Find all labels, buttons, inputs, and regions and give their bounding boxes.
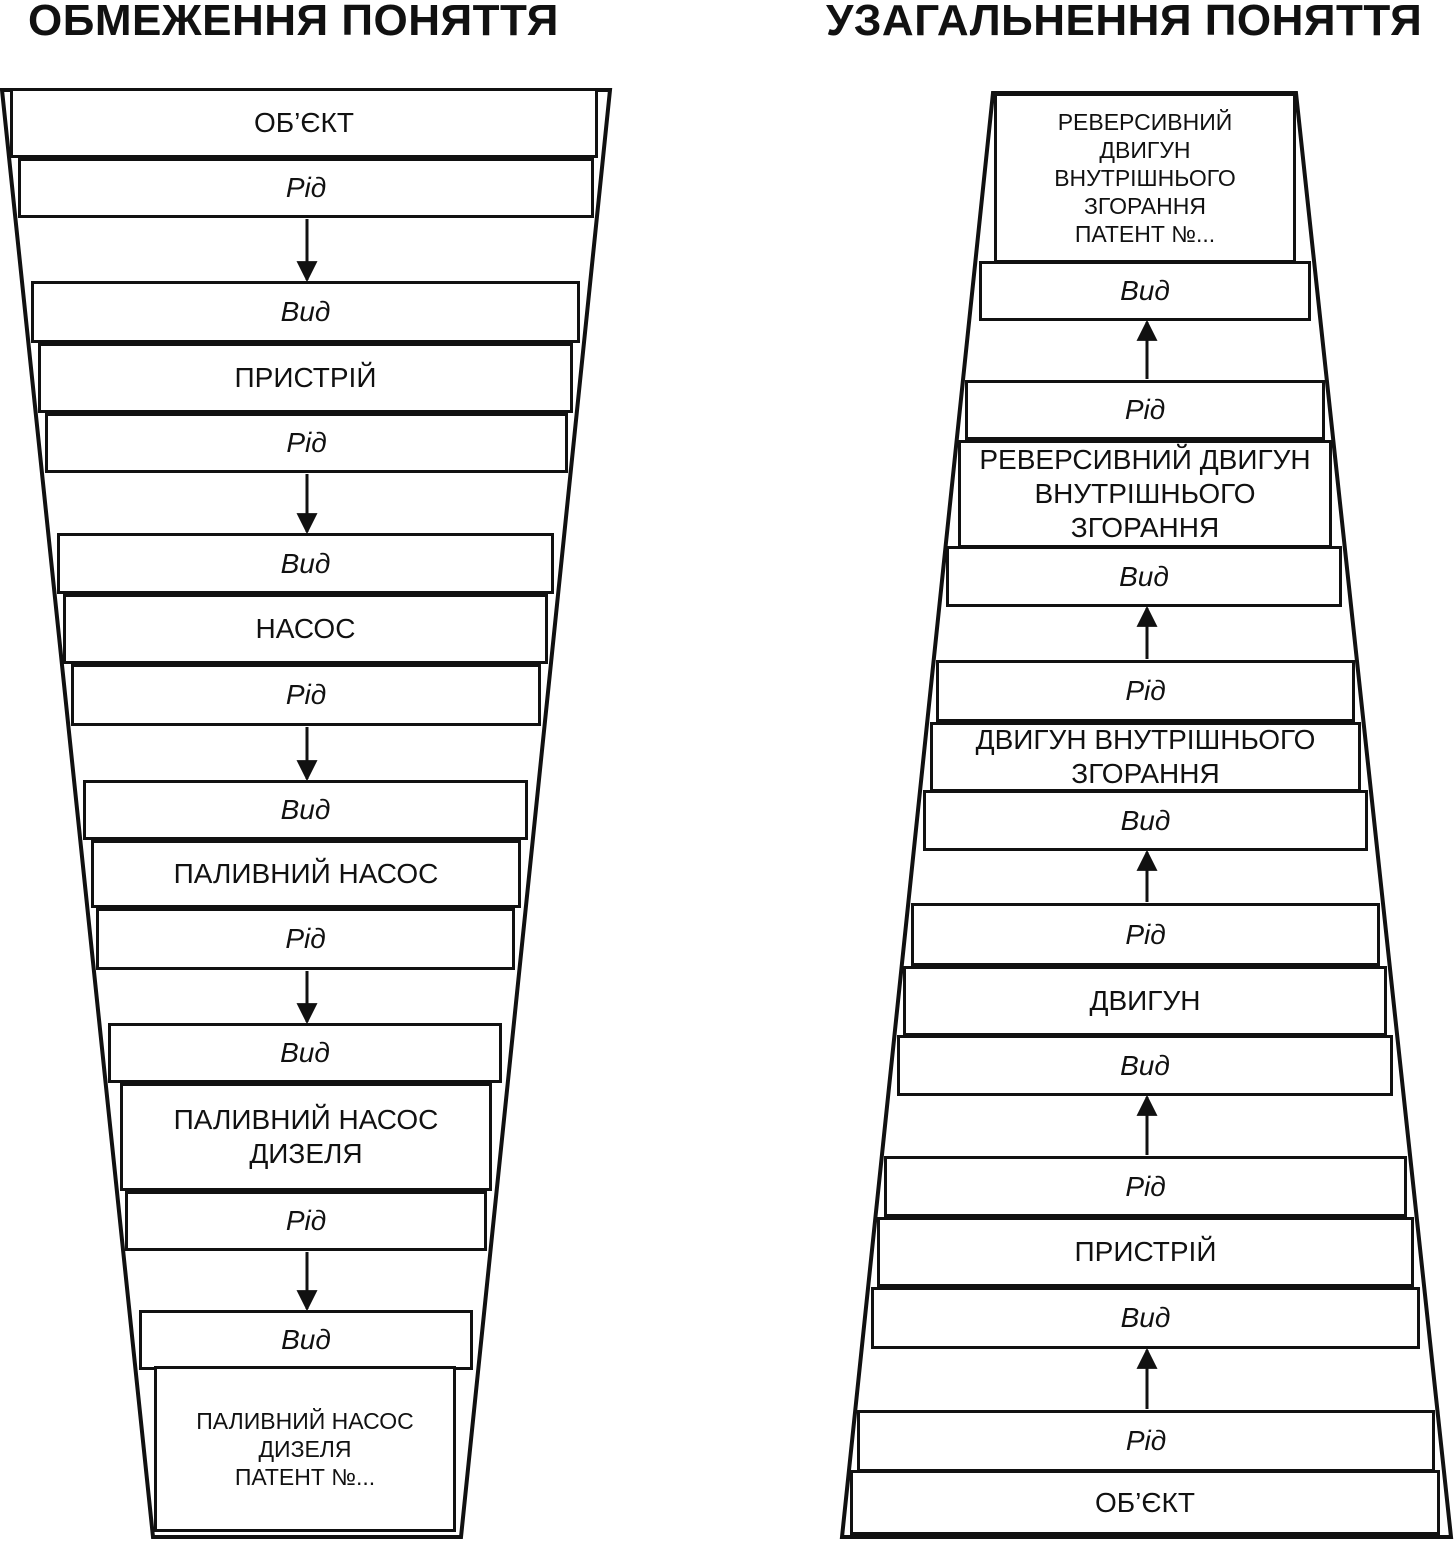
narrowing-concept-fuel-pump: ПАЛИВНИЙ НАСОС xyxy=(91,840,521,908)
narrowing-concept-device: ПРИСТРІЙ xyxy=(38,343,573,413)
narrowing-species-label: Вид xyxy=(108,1023,502,1083)
generalization-genus-label: Рід xyxy=(936,660,1355,722)
narrowing-species-label: Вид xyxy=(83,780,528,840)
generalization-species-label: Вид xyxy=(946,546,1342,607)
narrowing-concept-pump: НАСОС xyxy=(63,594,548,664)
generalization-concept-object: ОБ’ЄКТ xyxy=(850,1470,1440,1535)
generalization-concept-engine: ДВИГУН xyxy=(903,966,1387,1036)
generalization-species-label: Вид xyxy=(897,1035,1393,1096)
generalization-concept-ice: ДВИГУН ВНУТРІШНЬОГО ЗГОРАННЯ xyxy=(930,722,1361,792)
narrowing-concept-diesel-fuel-pump: ПАЛИВНИЙ НАСОС ДИЗЕЛЯ xyxy=(120,1083,492,1191)
generalization-species-label: Вид xyxy=(923,790,1368,851)
narrowing-species-label: Вид xyxy=(57,533,554,594)
narrowing-species-label: Вид xyxy=(31,281,580,343)
narrowing-genus-label: Рід xyxy=(45,413,568,473)
narrowing-species-label: Вид xyxy=(139,1310,473,1370)
generalization-genus-label: Рід xyxy=(965,380,1325,440)
generalization-concept-patent: РЕВЕРСИВНИЙ ДВИГУН ВНУТРІШНЬОГО ЗГОРАННЯ… xyxy=(994,93,1296,263)
generalization-concept-reversible-ice: РЕВЕРСИВНИЙ ДВИГУН ВНУТРІШНЬОГО ЗГОРАННЯ xyxy=(958,440,1332,548)
generalization-genus-label: Рід xyxy=(911,903,1380,966)
generalization-species-label: Вид xyxy=(979,261,1311,321)
narrowing-genus-label: Рід xyxy=(125,1191,487,1251)
narrowing-title: ОБМЕЖЕННЯ ПОНЯТТЯ xyxy=(28,0,559,45)
generalization-genus-label: Рід xyxy=(884,1156,1407,1217)
narrowing-genus-label: Рід xyxy=(18,158,594,218)
narrowing-concept-object: ОБ’ЄКТ xyxy=(10,88,598,158)
generalization-title: УЗАГАЛЬНЕННЯ ПОНЯТТЯ xyxy=(826,0,1423,45)
generalization-genus-label: Рід xyxy=(857,1410,1435,1472)
generalization-concept-device: ПРИСТРІЙ xyxy=(877,1217,1414,1287)
narrowing-concept-patent: ПАЛИВНИЙ НАСОС ДИЗЕЛЯ ПАТЕНТ №... xyxy=(154,1366,456,1532)
generalization-species-label: Вид xyxy=(871,1287,1420,1349)
narrowing-genus-label: Рід xyxy=(71,664,541,726)
narrowing-genus-label: Рід xyxy=(96,908,515,970)
